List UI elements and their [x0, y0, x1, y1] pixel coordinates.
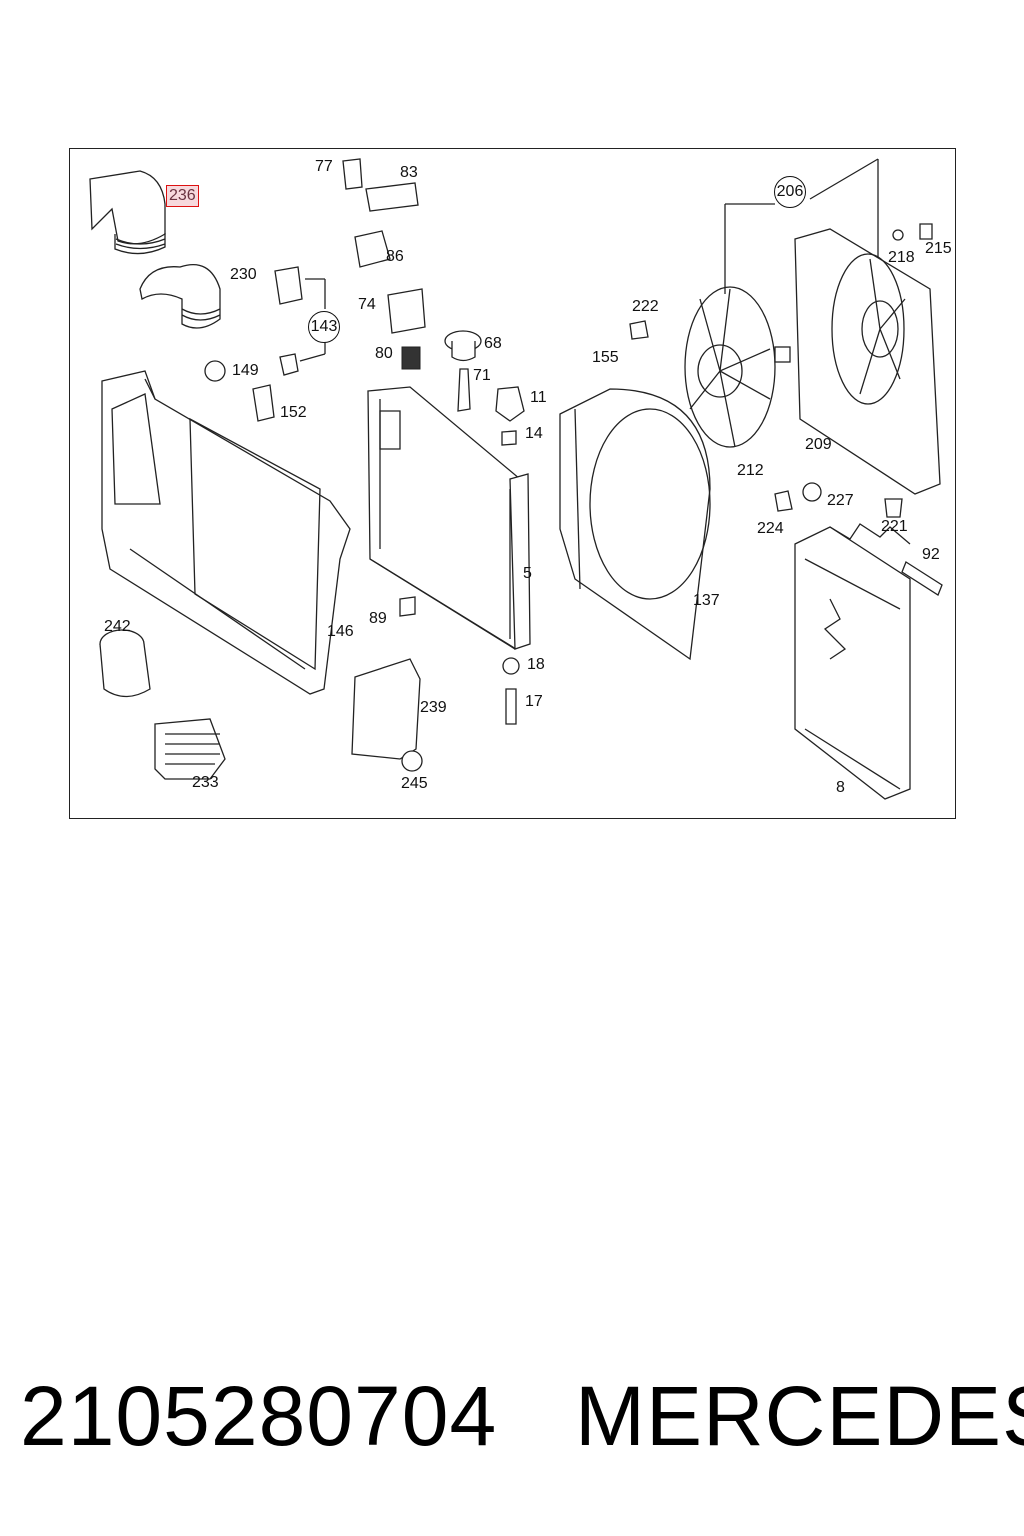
part-146-air-duct-shroud [101, 370, 351, 695]
part-230-hose [139, 263, 221, 329]
part-236-intake-elbow [89, 170, 166, 255]
callout-224: 224 [757, 520, 784, 537]
part-77-83-86-clips [342, 158, 426, 370]
part-149-152-fasteners [204, 360, 275, 422]
footer: 2105280704 MERCEDES [0, 1368, 1024, 1468]
callout-222: 222 [632, 298, 659, 315]
brand-name: MERCEDES [575, 1369, 1024, 1463]
part-143-clip-group [274, 266, 326, 376]
callout-77: 77 [315, 158, 333, 175]
callout-242: 242 [104, 618, 131, 635]
part-215-218-bolts [629, 223, 933, 340]
callout-11: 11 [530, 389, 547, 406]
callout-92: 92 [922, 546, 940, 563]
callout-152: 152 [280, 404, 307, 421]
callout-146: 146 [327, 623, 354, 640]
callout-89: 89 [369, 610, 387, 627]
callout-236: 236 [166, 185, 199, 207]
callout-80: 80 [375, 345, 393, 362]
callout-233: 233 [192, 774, 219, 791]
callout-239: 239 [420, 699, 447, 716]
part-209-fan-assembly [794, 228, 941, 495]
callout-83: 83 [400, 164, 418, 181]
part-number: 2105280704 [20, 1369, 498, 1463]
callout-86: 86 [386, 248, 404, 265]
part-242-233-hoses [99, 629, 226, 780]
callout-74: 74 [358, 296, 376, 313]
part-239-245-bracket [351, 658, 423, 772]
callout-215: 215 [925, 240, 952, 257]
callout-18: 18 [527, 656, 545, 673]
callout-14: 14 [525, 425, 543, 442]
callout-218: 218 [888, 249, 915, 266]
callout-137: 137 [693, 592, 720, 609]
callout-5: 5 [523, 565, 532, 582]
callout-71: 71 [473, 367, 491, 384]
callout-68: 68 [484, 335, 502, 352]
part-68-cap-sensors [399, 330, 525, 725]
callout-209: 209 [805, 436, 832, 453]
part-137-fan-shroud [559, 388, 711, 661]
parts-diagram: 236 230 77 83 86 143 74 80 68 71 11 14 149 152 222 155 2… [69, 148, 956, 819]
callout-149: 149 [232, 362, 259, 379]
part-212-fan [684, 158, 879, 448]
callout-221: 221 [881, 518, 908, 535]
callout-17: 17 [525, 693, 543, 710]
part-8-92-radiator [794, 523, 943, 800]
callout-155: 155 [592, 349, 619, 366]
callout-212: 212 [737, 462, 764, 479]
callout-227: 227 [827, 492, 854, 509]
callout-230: 230 [230, 266, 257, 283]
part-224-227-221-fittings [774, 482, 903, 518]
diagram-drawing [89, 158, 943, 800]
callout-245: 245 [401, 775, 428, 792]
callout-143: 143 [308, 311, 340, 343]
callout-8: 8 [836, 779, 845, 796]
callout-206: 206 [774, 176, 806, 208]
part-5-radiator [367, 386, 531, 650]
